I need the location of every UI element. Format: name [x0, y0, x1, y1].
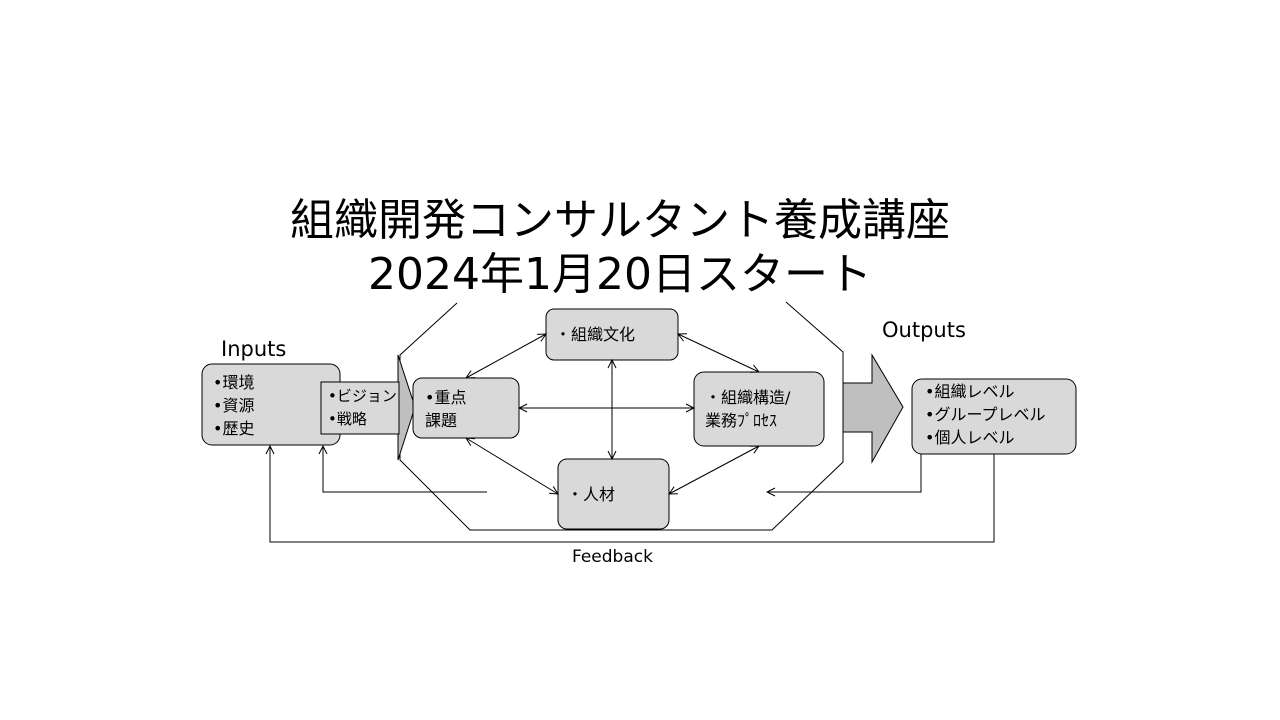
- strategy-box-text: •ビジョン •戦略: [328, 385, 397, 431]
- strategy-item: •戦略: [328, 410, 367, 428]
- inner-feedback-left: [323, 446, 487, 493]
- output-arrow-shape: [842, 353, 904, 464]
- structure-item: 業務ﾌﾟﾛｾｽ: [705, 411, 778, 430]
- connector-priority-culture: [466, 334, 546, 378]
- structure-item: ・組織構造/: [705, 388, 791, 407]
- outputs-label: Outputs: [882, 318, 966, 342]
- priority-box-text: •重点 課題: [425, 386, 466, 432]
- connector-structure-people: [669, 446, 759, 494]
- outputs-item: •組織レベル: [925, 382, 1015, 401]
- inputs-item: •歴史: [213, 419, 255, 438]
- strategy-item: •ビジョン: [328, 387, 397, 405]
- outputs-item: •グループレベル: [925, 405, 1046, 424]
- connector-priority-people: [466, 438, 558, 494]
- outputs-box-text: •組織レベル •グループレベル •個人レベル: [925, 380, 1045, 449]
- people-box-text: ・人材: [567, 483, 615, 506]
- people-item: ・人材: [567, 485, 616, 504]
- priority-item: 課題: [425, 411, 458, 430]
- outputs-item: •個人レベル: [925, 428, 1015, 447]
- title-line-1: 組織開発コンサルタント養成講座: [290, 195, 950, 246]
- inputs-item: •資源: [213, 396, 255, 415]
- title-line-2: 2024年1月20日スタート: [368, 249, 872, 300]
- strategy-box: [320, 381, 400, 435]
- culture-box-text: ・組織文化: [555, 323, 635, 346]
- connector-culture-structure: [678, 334, 759, 372]
- inputs-item: •環境: [213, 373, 255, 392]
- inputs-box-text: •環境 •資源 •歴史: [213, 371, 254, 440]
- structure-box-text: ・組織構造/ 業務ﾌﾟﾛｾｽ: [705, 386, 790, 432]
- inner-feedback-right: [767, 454, 922, 492]
- feedback-label: Feedback: [572, 547, 653, 567]
- inputs-label: Inputs: [221, 337, 287, 361]
- culture-item: ・組織文化: [555, 325, 636, 344]
- outer-feedback-loop: [270, 446, 995, 543]
- priority-item: •重点: [425, 388, 467, 407]
